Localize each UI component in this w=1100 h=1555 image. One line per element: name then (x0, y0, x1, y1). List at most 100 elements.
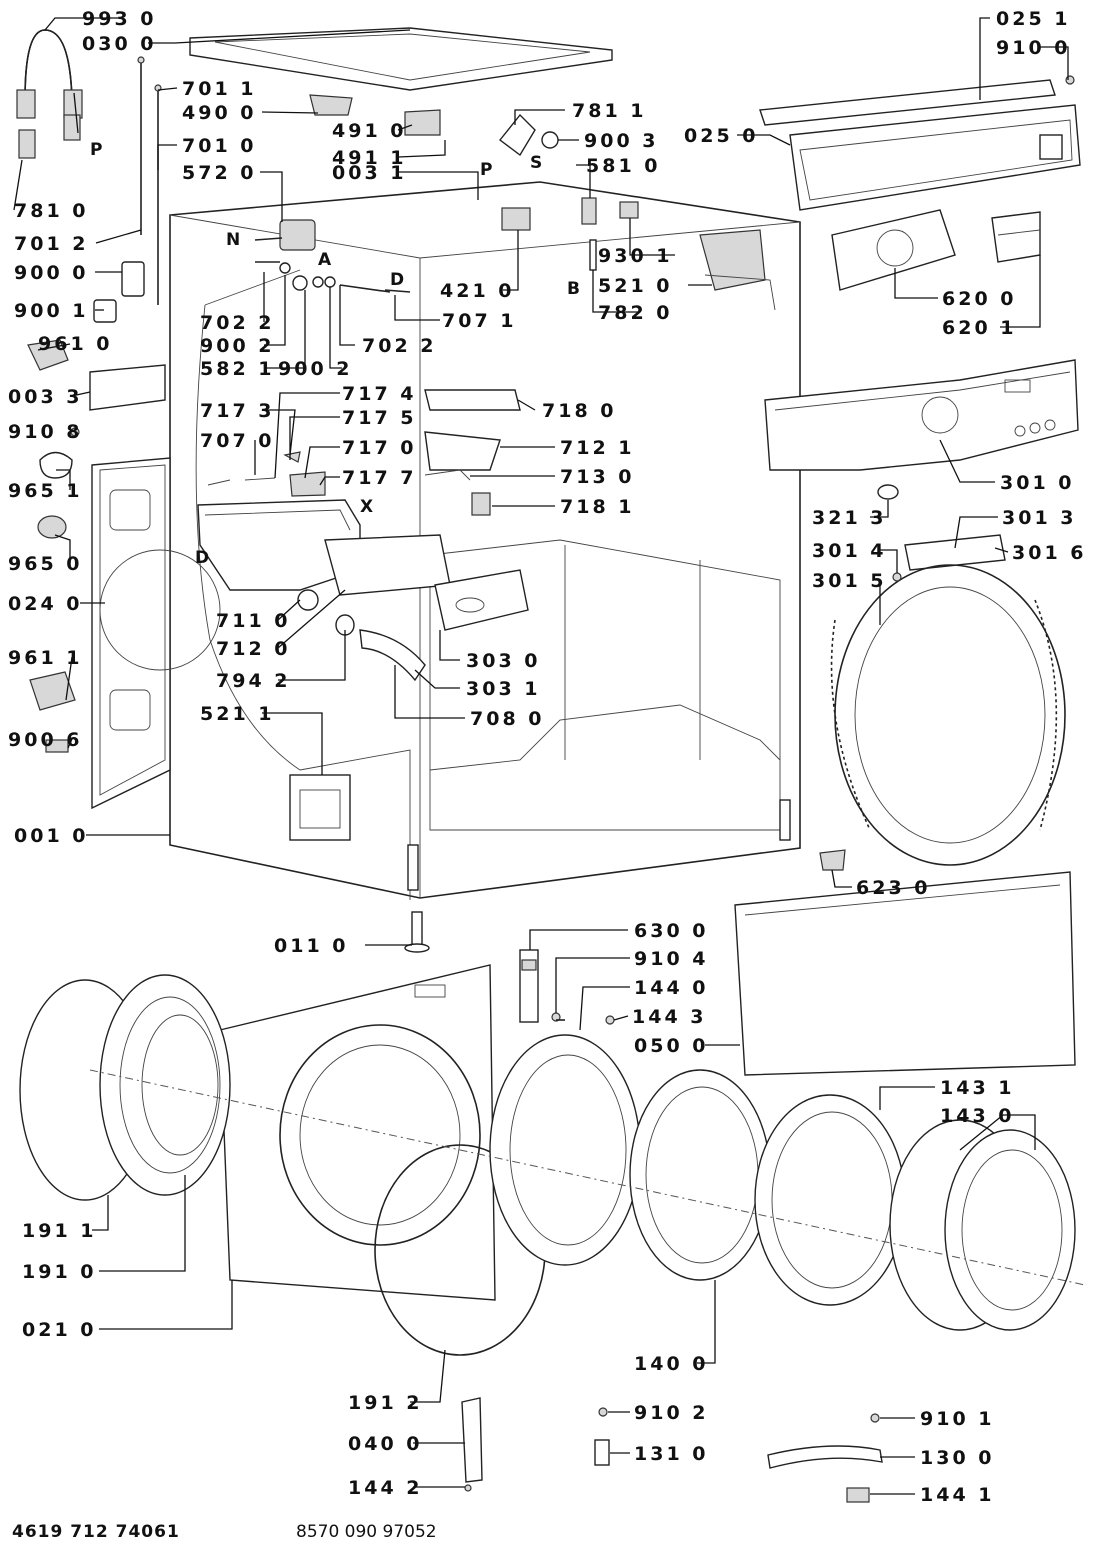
label-910-2: 910 2 (634, 1402, 709, 1424)
label-794-2: 794 2 (216, 670, 291, 692)
label-910-0: 910 0 (996, 37, 1071, 59)
label-040-0: 040 0 (348, 1433, 423, 1455)
footer-code-left: 4619 712 74061 (12, 1522, 180, 1542)
label-900-1: 900 1 (14, 300, 89, 322)
label-303-1: 303 1 (466, 678, 541, 700)
rear-panel-024-0 (91, 457, 221, 810)
label-620-0: 620 0 (942, 288, 1017, 310)
marker-p-valve: P (480, 160, 492, 180)
label-717-5: 717 5 (342, 407, 417, 429)
marker-s: S (530, 153, 542, 173)
front-small-parts (404, 849, 846, 1025)
marker-p-hose: P (90, 140, 102, 160)
label-717-0: 717 0 (342, 437, 417, 459)
label-143-1: 143 1 (940, 1077, 1015, 1099)
marker-b: B (567, 279, 580, 299)
label-910-8: 910 8 (8, 421, 83, 443)
marker-x: X (360, 497, 373, 517)
front-ring-301 (830, 484, 1066, 866)
marker-a: A (318, 250, 332, 270)
label-144-2: 144 2 (348, 1477, 423, 1499)
label-144-0: 144 0 (634, 977, 709, 999)
label-781-1: 781 1 (572, 100, 647, 122)
label-717-4: 717 4 (342, 383, 417, 405)
cabinet-001-0 (169, 181, 801, 900)
label-130-0: 130 0 (920, 1447, 995, 1469)
label-050-0: 050 0 (634, 1035, 709, 1057)
dispenser-assembly (197, 389, 529, 682)
control-boards-620 (831, 209, 1041, 291)
label-900-3: 900 3 (584, 130, 659, 152)
label-021-0: 021 0 (22, 1319, 97, 1341)
label-930-1: 930 1 (598, 245, 673, 267)
electronics-521-0 (699, 229, 776, 311)
label-900-2b: 900 2 (278, 358, 353, 380)
label-961-0: 961 0 (38, 333, 113, 355)
label-712-0: 712 0 (216, 638, 291, 660)
label-301-6: 301 6 (1012, 542, 1087, 564)
label-491-1: 491 1 (332, 147, 407, 169)
label-301-4: 301 4 (812, 540, 887, 562)
label-965-1: 965 1 (8, 480, 83, 502)
label-572-0: 572 0 (182, 162, 257, 184)
label-301-3: 301 3 (1002, 507, 1077, 529)
kick-panel-050-0 (734, 871, 1076, 1076)
label-620-1: 620 1 (942, 317, 1017, 339)
label-191-0: 191 0 (22, 1261, 97, 1283)
label-701-0: 701 0 (182, 135, 257, 157)
label-191-2: 191 2 (348, 1392, 423, 1414)
front-panel-021-0 (219, 964, 496, 1301)
label-301-5: 301 5 (812, 570, 887, 592)
label-701-2: 701 2 (14, 233, 89, 255)
label-140-0: 140 0 (634, 1353, 709, 1375)
marker-n: N (226, 230, 240, 250)
label-001-0: 001 0 (14, 825, 89, 847)
label-961-1: 961 1 (8, 647, 83, 669)
left-small-parts (27, 261, 166, 753)
label-301-0: 301 0 (1000, 472, 1075, 494)
label-581-0: 581 0 (586, 155, 661, 177)
inner-hoses (255, 261, 411, 293)
label-718-1: 718 1 (560, 496, 635, 518)
label-717-7: 717 7 (342, 467, 417, 489)
label-024-0: 024 0 (8, 593, 83, 615)
label-131-0: 131 0 (634, 1443, 709, 1465)
label-782-0: 782 0 (598, 302, 673, 324)
door-rings (89, 1034, 1086, 1356)
label-900-6: 900 6 (8, 729, 83, 751)
label-717-3: 717 3 (200, 400, 275, 422)
label-011-0: 011 0 (274, 935, 349, 957)
label-582-1: 582 1 (200, 358, 275, 380)
label-303-0: 303 0 (466, 650, 541, 672)
label-910-1: 910 1 (920, 1408, 995, 1430)
label-490-0: 490 0 (182, 102, 257, 124)
top-lid-030-0 (189, 27, 613, 91)
label-630-0: 630 0 (634, 920, 709, 942)
leader-lines (13, 17, 1069, 1495)
control-panel-301-0 (764, 359, 1079, 471)
label-003-3: 003 3 (8, 386, 83, 408)
marker-d-top: D (390, 270, 404, 290)
label-025-1: 025 1 (996, 8, 1071, 30)
label-781-0: 781 0 (14, 200, 89, 222)
label-144-3: 144 3 (632, 1006, 707, 1028)
label-712-1: 712 1 (560, 437, 635, 459)
letter-markers: P P S N A D D B X (90, 140, 580, 568)
label-491-0: 491 0 (332, 120, 407, 142)
label-701-1: 701 1 (182, 78, 257, 100)
label-713-0: 713 0 (560, 466, 635, 488)
label-030-0: 030 0 (82, 33, 157, 55)
label-707-1: 707 1 (442, 310, 517, 332)
label-707-0: 707 0 (200, 430, 275, 452)
part-labels: 993 0 030 0 701 1 490 0 701 0 572 0 781 … (8, 8, 1087, 1506)
label-702-2a: 702 2 (200, 312, 275, 334)
label-521-1: 521 1 (200, 703, 275, 725)
label-993-0: 993 0 (82, 8, 157, 30)
label-900-2a: 900 2 (200, 335, 275, 357)
label-025-0: 025 0 (684, 125, 759, 147)
bottom-small-parts (461, 1397, 883, 1503)
label-191-1: 191 1 (22, 1220, 97, 1242)
supply-hose-993-0 (16, 29, 83, 159)
footer: 4619 712 74061 8570 090 97052 (12, 1522, 437, 1542)
